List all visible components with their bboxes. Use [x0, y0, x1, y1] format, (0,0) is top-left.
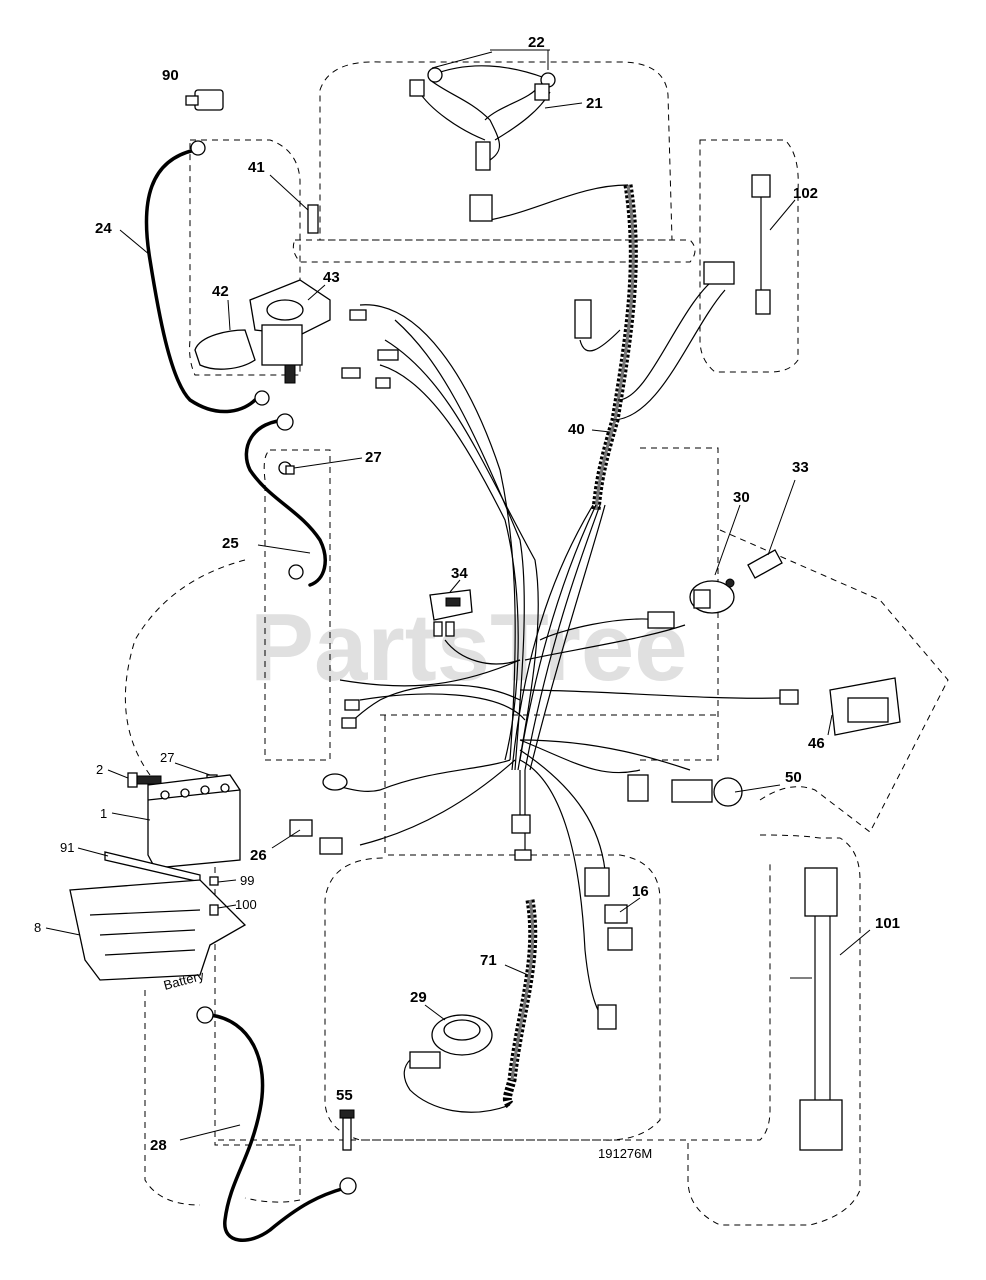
part-90-terminal-cover — [185, 89, 224, 111]
callout-8: 8 — [34, 920, 41, 935]
callout-43: 43 — [323, 269, 340, 286]
small-connectors-upper — [341, 261, 735, 389]
connectors-middle — [341, 611, 799, 729]
ring-terminals — [322, 773, 617, 1030]
part-30-ignition-switch — [689, 578, 735, 614]
callout-90: 90 — [162, 67, 179, 84]
callout-28: 28 — [150, 1137, 167, 1154]
callout-33: 33 — [792, 459, 809, 476]
callout-16: 16 — [632, 883, 649, 900]
callout-27-upper: 27 — [365, 449, 382, 466]
callout-27-lower: 27 — [160, 750, 174, 765]
callout-102: 102 — [793, 185, 818, 202]
part-102-tool — [751, 174, 771, 315]
part-33-fuse-holder — [747, 549, 783, 579]
part-50-switch — [627, 774, 743, 807]
part-46-hour-meter — [829, 677, 901, 736]
figure-number: 191276M — [598, 1146, 652, 1161]
callout-50: 50 — [785, 769, 802, 786]
part-101-harness — [790, 867, 843, 1151]
callout-34: 34 — [451, 565, 468, 582]
part-55-bolt — [339, 1109, 355, 1151]
callout-26: 26 — [250, 847, 267, 864]
part-21-light-harness-connector — [469, 141, 493, 222]
callout-30: 30 — [733, 489, 750, 506]
callout-41: 41 — [248, 159, 265, 176]
callout-2: 2 — [96, 762, 103, 777]
callout-101: 101 — [875, 915, 900, 932]
part-41-screw — [307, 204, 319, 234]
part-26-connector — [289, 819, 343, 855]
part-25-cable — [244, 413, 327, 587]
part-2-bolt — [127, 772, 162, 788]
callout-40: 40 — [568, 421, 585, 438]
callout-1: 1 — [100, 806, 107, 821]
part-16-relay — [604, 904, 633, 951]
part-34-switch — [429, 589, 473, 637]
callout-55: 55 — [336, 1087, 353, 1104]
part-1-battery — [147, 774, 241, 869]
callout-25: 25 — [222, 535, 239, 552]
callout-100: 100 — [235, 897, 257, 912]
callout-42: 42 — [212, 283, 229, 300]
callout-29: 29 — [410, 989, 427, 1006]
callout-21: 21 — [586, 95, 603, 112]
part-43-solenoid — [249, 279, 331, 384]
frame-outlines — [124, 61, 949, 1226]
callout-24: 24 — [95, 220, 112, 237]
part-24-cable — [144, 140, 270, 414]
callout-46: 46 — [808, 735, 825, 752]
part-8-battery-tray: Battery — [69, 879, 247, 993]
callout-labels: 90 22 21 41 24 42 43 102 40 27 25 33 30 … — [34, 34, 900, 1154]
part-29-switch — [409, 1014, 493, 1069]
callout-22: 22 — [528, 34, 545, 51]
callout-99: 99 — [240, 873, 254, 888]
part-42-boot — [194, 329, 256, 370]
part-22-bulbs — [409, 67, 556, 101]
callout-71: 71 — [480, 952, 497, 969]
leader-lines — [45, 49, 871, 1141]
part-28-cable — [196, 1006, 357, 1242]
main-harness — [329, 65, 781, 1113]
callout-91: 91 — [60, 840, 74, 855]
part-99-100-screws — [209, 876, 219, 916]
